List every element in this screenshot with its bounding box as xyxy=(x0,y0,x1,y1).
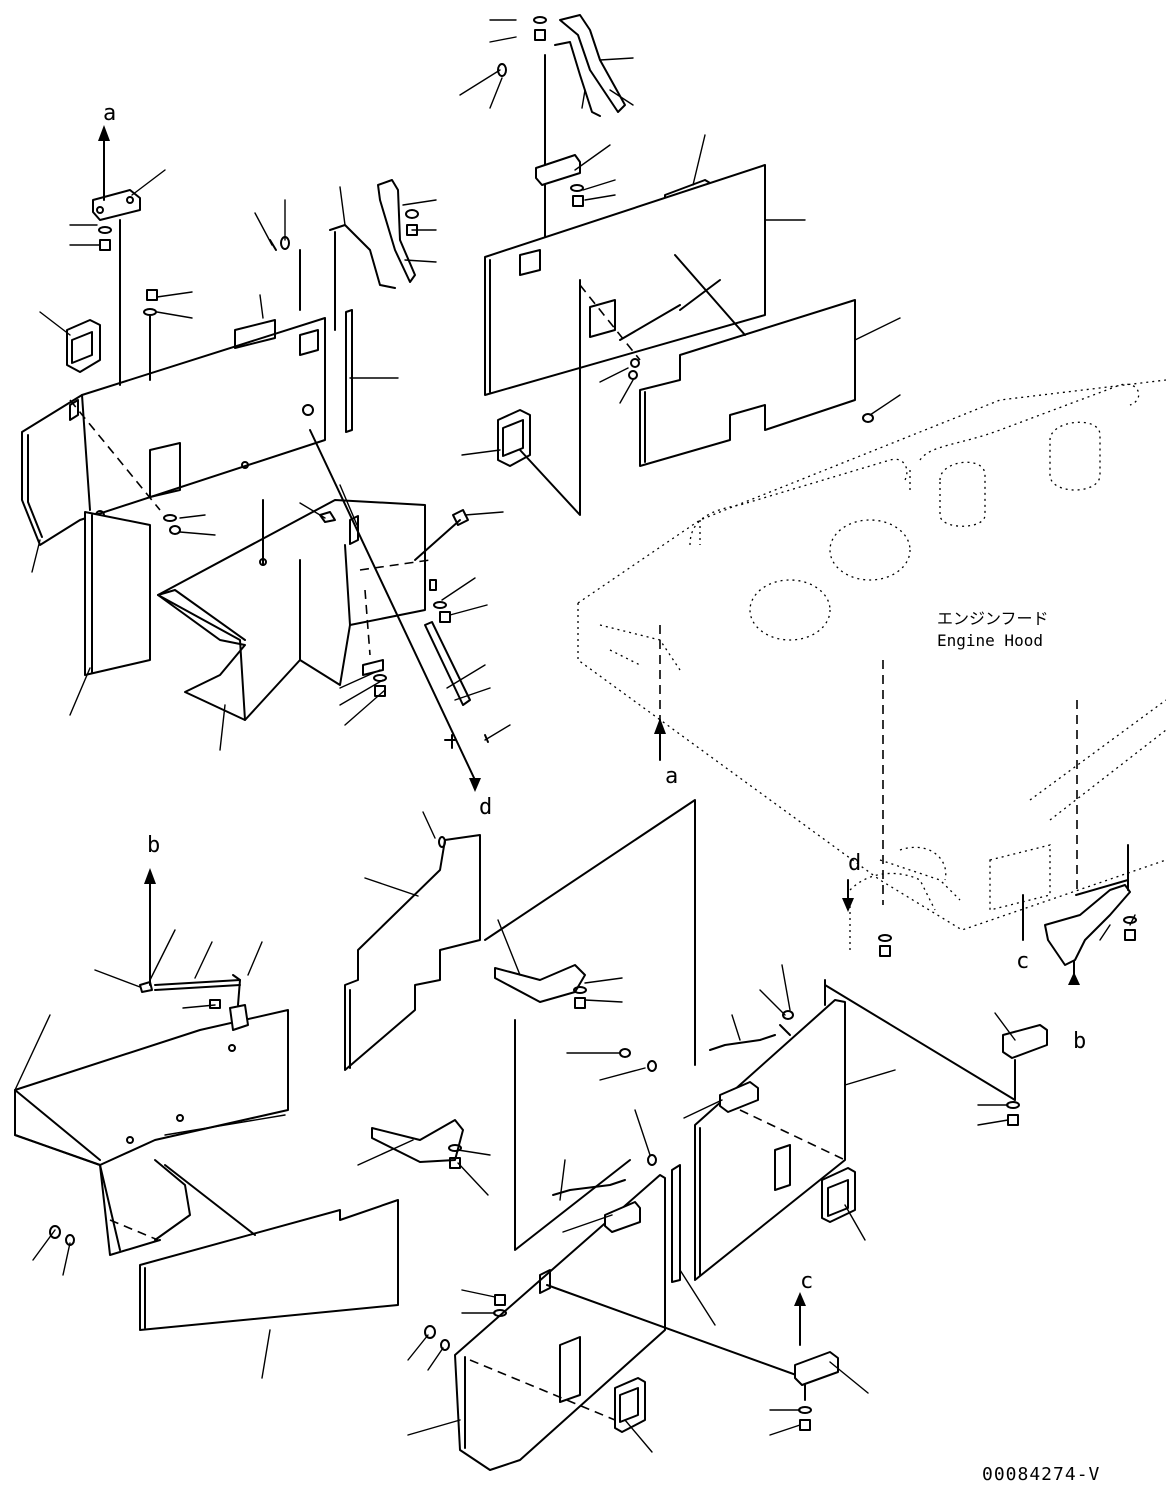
middle-left-panel xyxy=(344,834,481,1071)
top-right-inner-panel xyxy=(639,299,874,467)
right-hinge-bracket xyxy=(1044,844,1137,966)
middle-hinge-right xyxy=(1002,1024,1048,1126)
figure-number: 00084274-V xyxy=(982,1464,1100,1485)
top-left-gas-stay xyxy=(329,179,419,331)
label-a-bottom: a xyxy=(665,764,678,789)
bottom-left-stay xyxy=(139,974,249,1031)
bottom-middle-latch xyxy=(614,1377,646,1433)
top-right-dashed-links xyxy=(519,254,746,516)
hood-mount-lines xyxy=(654,625,1080,985)
middle-right-door-panel xyxy=(619,979,1016,1281)
engine-hood-label-jp: エンジンフード xyxy=(937,609,1049,628)
top-left-rod xyxy=(424,621,489,749)
bottom-left-fasteners xyxy=(49,1225,75,1246)
bottom-middle-door-panel xyxy=(424,1154,811,1471)
label-c-left: c xyxy=(800,1269,813,1294)
label-d-right: d xyxy=(848,851,861,876)
top-left-under-cover xyxy=(84,499,426,721)
label-b-right: b xyxy=(1073,1029,1086,1054)
label-d-top: d xyxy=(479,795,492,820)
top-left-seal-strip xyxy=(345,309,353,433)
top-left-latch xyxy=(66,319,101,373)
middle-seal-strip xyxy=(671,1164,681,1283)
right-hood-bracket xyxy=(878,879,1129,957)
bottom-left-panel xyxy=(139,1164,399,1331)
label-a-top: a xyxy=(103,101,116,126)
leader-lines xyxy=(14,19,1136,1453)
bottom-right-hinge xyxy=(794,1292,839,1431)
label-c-right: c xyxy=(1016,949,1029,974)
middle-brackets xyxy=(371,964,587,1169)
top-left-dashed-links xyxy=(69,219,476,781)
top-right-hinge-arm xyxy=(497,14,626,256)
top-right-door-panel xyxy=(484,164,766,396)
label-b-left: b xyxy=(147,833,160,858)
middle-zigzag-lines xyxy=(484,799,696,1251)
top-left-bracket-hardware xyxy=(319,509,469,697)
top-left-side-panel xyxy=(21,317,326,546)
bottom-left-cover xyxy=(14,1009,289,1256)
top-right-latch xyxy=(497,409,531,467)
engine-hood-outline xyxy=(577,379,1166,950)
engine-hood-label-en: Engine Hood xyxy=(937,631,1043,650)
